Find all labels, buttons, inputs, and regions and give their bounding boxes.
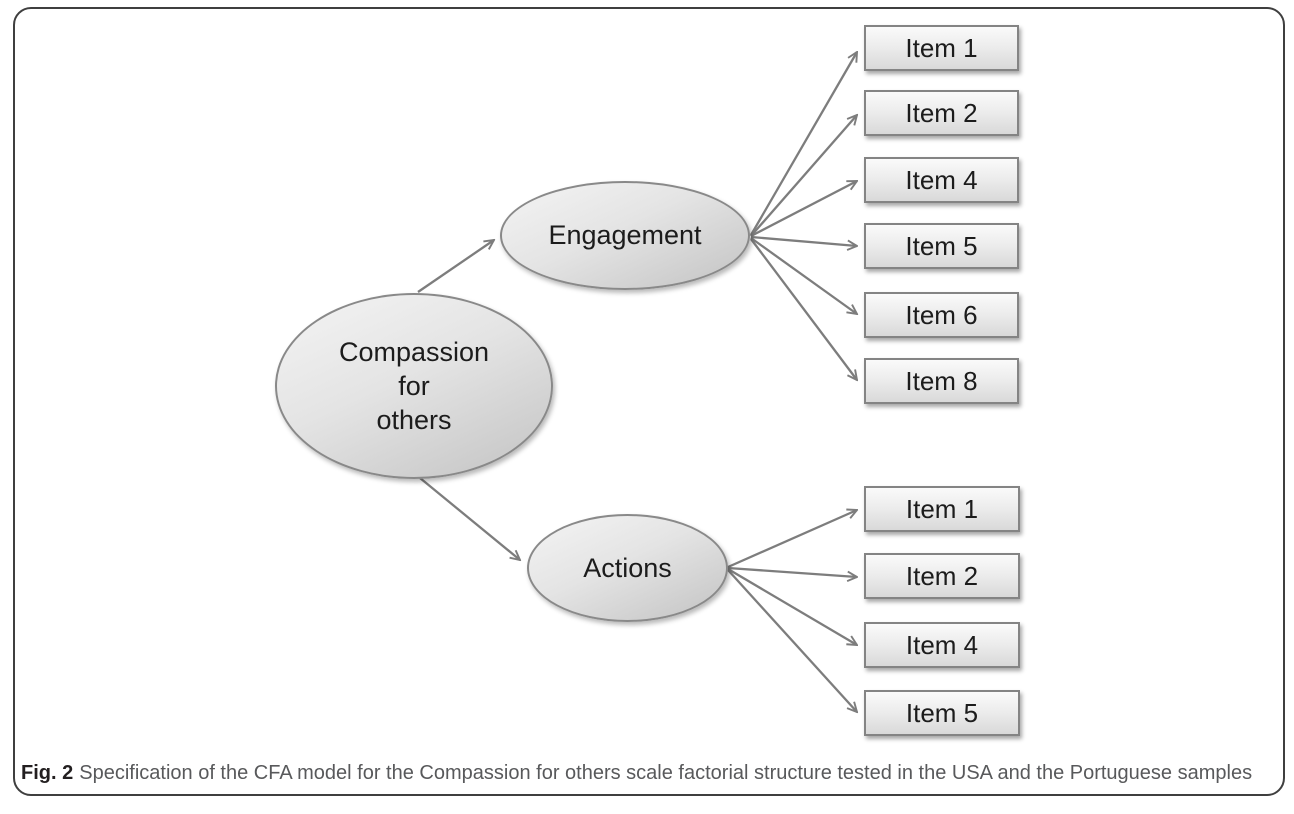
box-actions-item-2: Item 2 bbox=[864, 553, 1020, 599]
item-label: Item 2 bbox=[905, 560, 979, 591]
root-label-line: for bbox=[398, 371, 430, 401]
box-engagement-item-1: Item 1 bbox=[864, 25, 1019, 71]
item-label: Item 4 bbox=[905, 629, 979, 660]
item-label: Item 5 bbox=[905, 697, 979, 728]
item-label: Item 1 bbox=[905, 32, 978, 63]
box-engagement-item-6: Item 6 bbox=[864, 292, 1019, 338]
box-engagement-item-4: Item 4 bbox=[864, 157, 1019, 203]
node-engagement: Engagement bbox=[500, 181, 750, 290]
factor-label: Actions bbox=[583, 552, 672, 583]
box-actions-item-4: Item 4 bbox=[864, 622, 1020, 668]
box-engagement-item-2: Item 2 bbox=[864, 90, 1019, 136]
item-label: Item 8 bbox=[905, 365, 978, 396]
box-actions-item-5: Item 5 bbox=[864, 690, 1020, 736]
item-label: Item 5 bbox=[905, 230, 978, 261]
factor-label: Engagement bbox=[548, 220, 702, 250]
box-engagement-item-5: Item 5 bbox=[864, 223, 1019, 269]
root-label-line: others bbox=[376, 405, 452, 435]
figure-caption-text: Specification of the CFA model for the C… bbox=[79, 762, 1253, 784]
figure-border bbox=[13, 7, 1285, 796]
figure-caption-label: Fig. 2 bbox=[21, 762, 74, 784]
item-label: Item 1 bbox=[905, 493, 979, 524]
box-actions-item-1: Item 1 bbox=[864, 486, 1020, 532]
root-label-line: Compassion bbox=[338, 337, 490, 367]
box-engagement-item-8: Item 8 bbox=[864, 358, 1019, 404]
item-label: Item 2 bbox=[905, 97, 978, 128]
item-label: Item 4 bbox=[905, 164, 978, 195]
node-actions: Actions bbox=[527, 514, 728, 622]
item-label: Item 6 bbox=[905, 299, 978, 330]
node-compassion-for-others: Compassion for others bbox=[275, 293, 553, 479]
